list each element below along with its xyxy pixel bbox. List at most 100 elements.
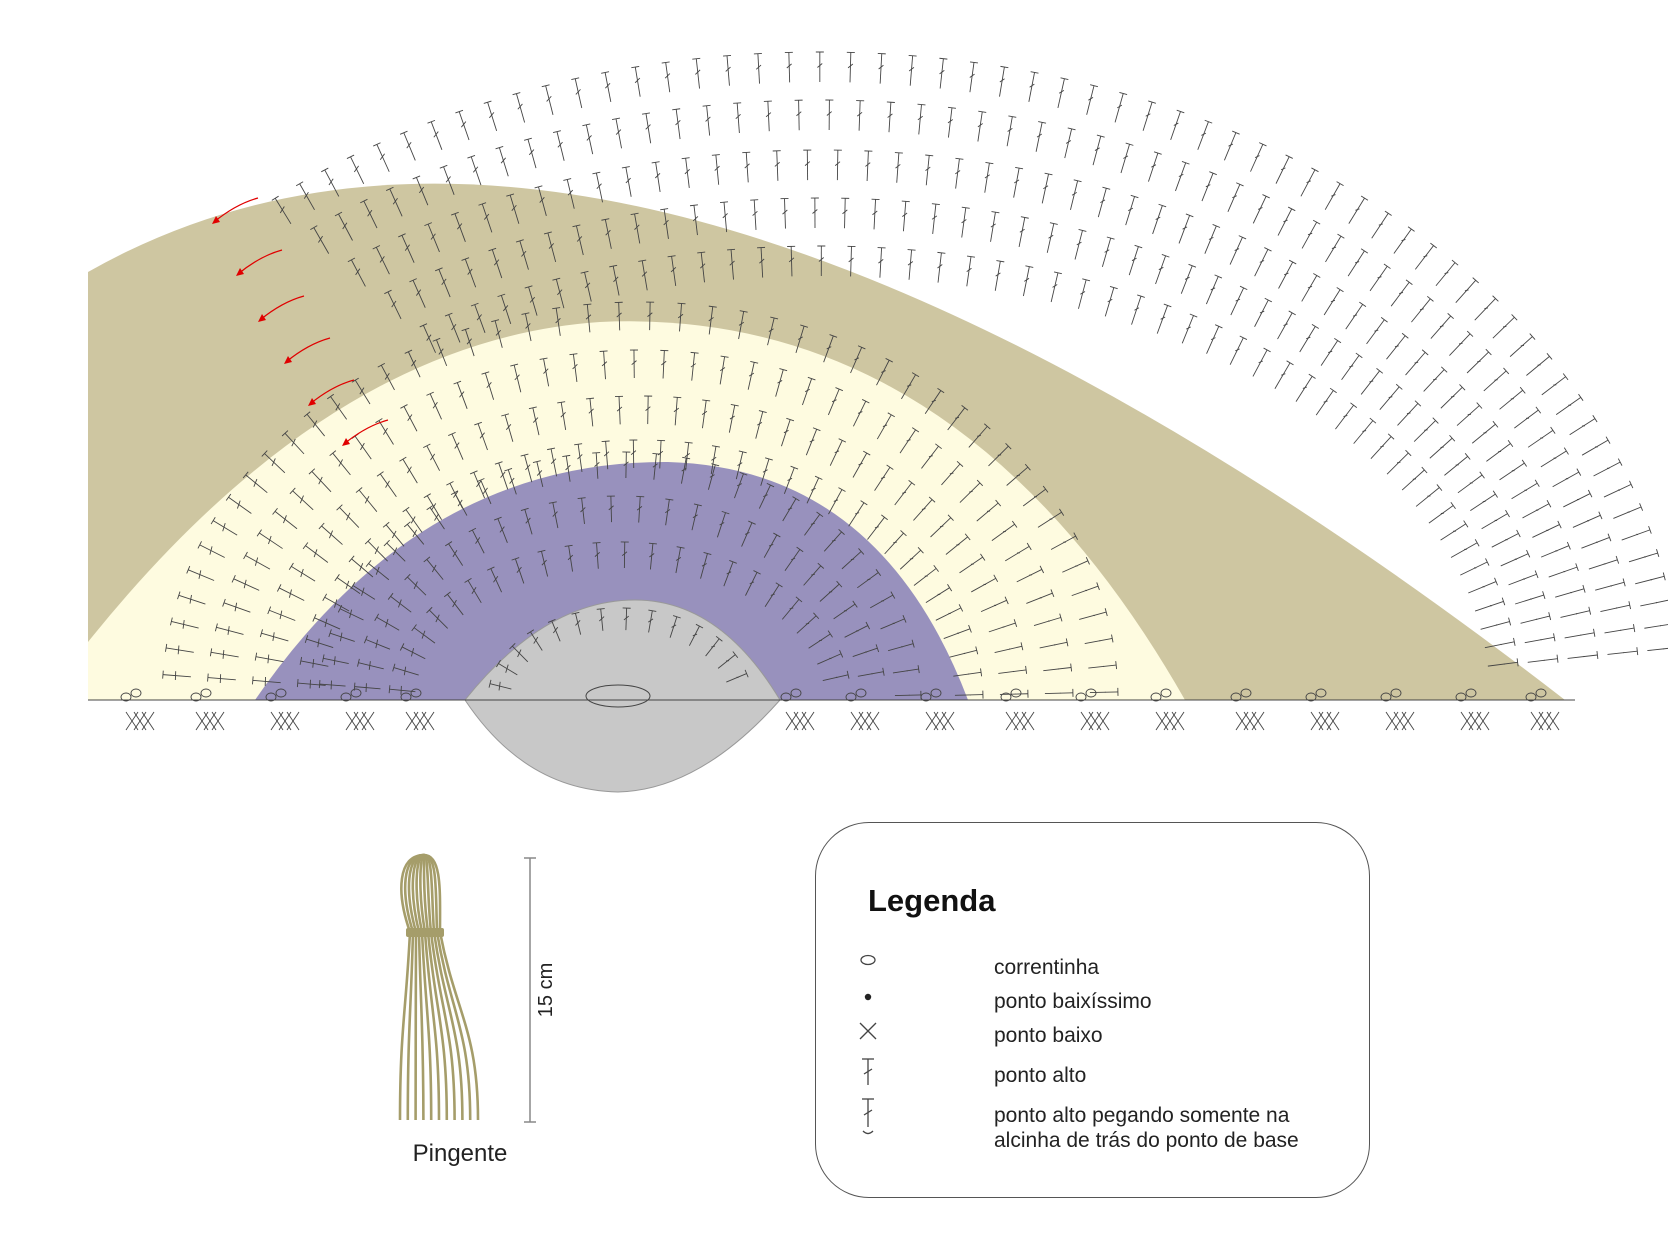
stitch-glyph [1444,453,1471,476]
legend-item-single-crochet: ponto baixo [856,1015,1356,1055]
stitch-glyph [681,157,690,189]
stitch-glyph [1028,71,1039,102]
stitch-glyph [710,445,720,475]
stitch-glyph [461,327,475,357]
stitch-glyph [1301,219,1321,249]
stitch-glyph [1581,436,1611,456]
stitch-glyph [892,665,920,674]
stitch-glyph [738,310,748,340]
measure-label: 15 cm [535,963,557,1017]
stitch-glyph [1500,549,1531,567]
stitch-glyph [1278,259,1297,289]
stitch-glyph [1041,172,1053,204]
stitch-glyph [1508,570,1539,586]
stitch-glyph [1379,383,1403,410]
stitch-glyph [483,100,498,131]
stitch-glyph [823,528,845,552]
stitch-glyph [857,569,882,589]
stitch-glyph [411,624,436,644]
stitch-glyph [450,490,468,516]
stitch-glyph [1471,420,1499,444]
stitch-glyph [907,249,916,280]
stitch-glyph [469,470,486,499]
stitch-glyph [976,499,1002,522]
stitch-glyph [524,285,538,316]
stitch-glyph [1084,634,1114,645]
stitch-glyph [207,673,236,683]
stitch-glyph [825,99,834,131]
stitch-glyph [930,514,954,538]
stitch-glyph [949,646,979,658]
stitch-glyph [758,482,775,509]
stitch-glyph [348,555,374,578]
stitch-glyph [723,560,737,587]
stitch-glyph [745,570,761,596]
stitch-glyph [913,564,939,586]
stitch-glyph [1006,115,1017,147]
stitch-glyph [1588,555,1620,570]
stitch-glyph [321,167,340,197]
stitch-glyph [582,123,594,155]
stitch-glyph [782,496,800,522]
stitch-glyph [384,289,402,320]
stitch-glyph [638,259,648,291]
stitch-glyph [717,651,739,669]
stitch-glyph [719,355,729,385]
legend-item-back-loop-double-crochet: ponto alto pegando somente na alcinha de… [856,1095,1356,1155]
stitch-glyph [432,337,448,367]
stitch-glyph [541,84,554,115]
stitch-glyph [850,345,866,374]
stitch-glyph [1393,226,1415,254]
tassel-strand-bottom [426,931,449,1121]
stitch-glyph [467,155,482,186]
stitch-glyph [481,371,495,400]
stitch-glyph [334,574,361,595]
stitch-glyph [1411,295,1434,323]
stitch-glyph [1423,366,1448,392]
stitch-glyph [592,452,601,479]
stitch-glyph [322,593,350,612]
stitch-glyph [497,293,512,325]
stitch-glyph [641,112,652,144]
stitch-glyph [1348,195,1369,224]
stitch-glyph [400,404,418,432]
stitch-glyph [734,471,748,499]
stitch-glyph [961,206,970,238]
stitch-glyph [272,507,298,530]
stitch-glyph [968,423,991,448]
stitch-glyph [404,573,427,596]
edge-stitch-cluster [120,688,155,731]
stitch-glyph [399,130,416,161]
stitch-glyph [994,260,1005,291]
stitch-glyph [385,186,403,217]
stitch-glyph [817,245,826,277]
stitch-glyph [775,368,788,397]
edge-stitch-cluster [340,688,375,731]
stitch-glyph [767,316,779,346]
stitch-glyph [841,548,865,570]
stitch-glyph [681,456,691,484]
stitch-glyph [1178,213,1194,244]
stitch-glyph [423,493,443,521]
stitch-glyph [1522,499,1552,519]
stitch-glyph [601,440,610,470]
stitch-glyph [374,613,400,631]
stitch-glyph [439,164,455,195]
stitch-glyph [165,643,194,655]
stitch-glyph [876,412,895,440]
stitch-glyph [1450,539,1480,558]
stitch-glyph [596,608,605,631]
stitch-glyph [1175,160,1190,192]
stitch-glyph [532,460,544,488]
stitch-glyph [1552,468,1582,488]
stitch-glyph [569,353,578,382]
stitch-glyph [337,604,364,621]
stitch-glyph [1593,458,1623,477]
stitch-glyph [592,171,603,203]
stitch-glyph [1511,479,1540,500]
stitch-glyph [733,102,742,134]
stitch-glyph [488,247,503,279]
stitch-glyph [210,516,238,536]
stitch-glyph [787,245,796,277]
stitch-glyph [677,302,686,332]
